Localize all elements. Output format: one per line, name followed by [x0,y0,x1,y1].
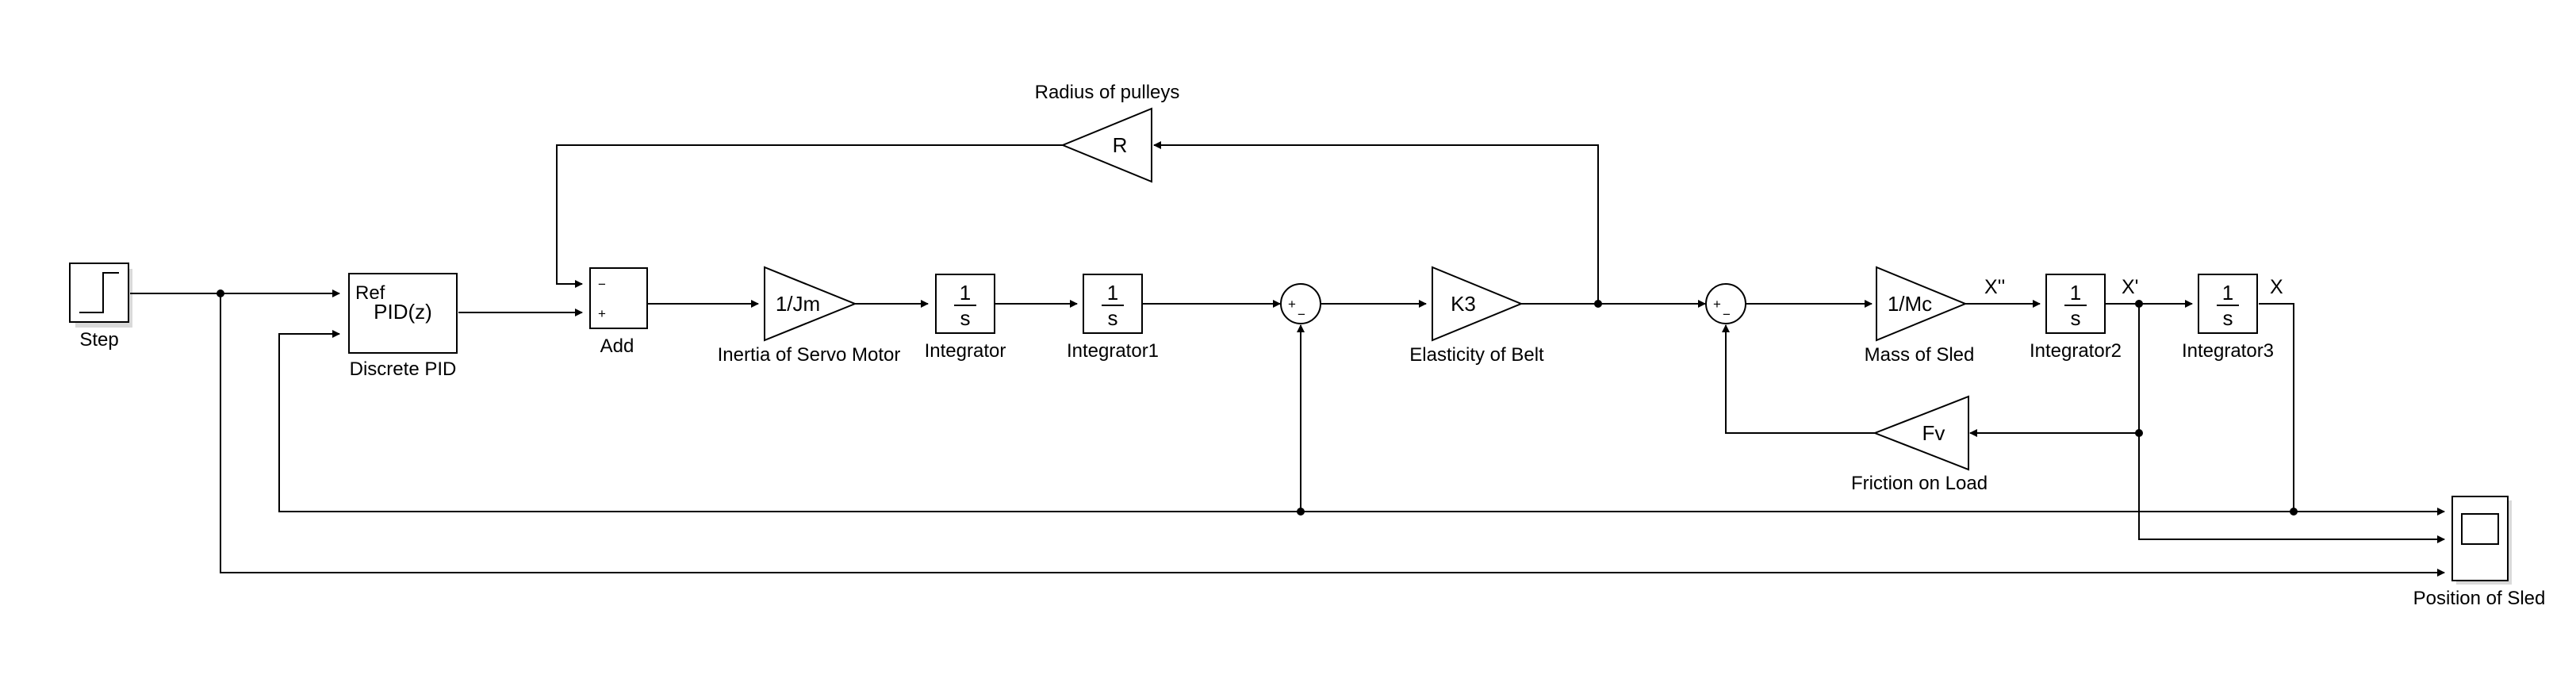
junction-dot [1594,300,1602,308]
wire-xdot-to-scope[interactable] [2138,433,2445,543]
wire-elasticity-to-radius[interactable] [1153,141,1599,304]
junction-dot [1297,508,1305,516]
junction-dot [2135,429,2143,437]
signal-lines [130,141,2445,577]
step-label: Step [79,329,118,351]
elasticity-label: Elasticity of Belt [1409,344,1544,366]
step-icon [79,272,119,313]
integrator2-numerator: 1 [2070,281,2081,305]
pid-label: Discrete PID [350,358,457,380]
sum1-sign-plus: + [1288,297,1296,312]
mass-gain-text: 1/Mc [1888,292,1932,316]
integrator1-denominator: s [1108,306,1118,330]
signal-label-x-double-dot: X'' [1984,276,2005,298]
wire-x-to-pid[interactable] [278,330,2294,512]
sum1-block[interactable]: + − [1280,283,1321,324]
scope-screen-icon [2461,513,2499,545]
radius-label: Radius of pulleys [1035,82,1180,103]
inertia-gain-block[interactable]: 1/Jm Inertia of Servo Motor [718,266,901,366]
integrator2-label: Integrator2 [2030,340,2122,362]
integrator-label: Integrator [925,340,1006,362]
integrator3-block[interactable]: 1 s Integrator3 [2182,274,2274,362]
junction-dot [2135,300,2143,308]
scope-label: Position of Sled [2413,588,2546,609]
discrete-pid-block[interactable]: Ref PID(z) Discrete PID [348,273,458,380]
wire-friction-to-sum2[interactable] [1722,324,1875,434]
integrator-block[interactable]: 1 s Integrator [925,274,1006,362]
wire-step-to-scope[interactable] [220,293,2445,577]
mass-gain-block[interactable]: 1/Mc Mass of Sled [1865,266,1975,366]
junction-dot [2290,508,2298,516]
step-block[interactable]: Step [69,263,132,351]
sum2-sign-minus: − [1723,307,1731,322]
elasticity-gain-block[interactable]: K3 Elasticity of Belt [1409,266,1544,366]
integrator3-numerator: 1 [2222,281,2233,305]
pid-ref-port-label: Ref [355,282,385,304]
friction-gain-text: Fv [1922,421,1945,445]
integrator1-numerator: 1 [1107,281,1118,305]
wire-radius-to-add[interactable] [556,144,1063,288]
integrator2-block[interactable]: 1 s Integrator2 [2030,274,2122,362]
integrator2-denominator: s [2071,306,2081,330]
add-block[interactable]: − + Add [589,267,648,357]
add-sign-plus: + [598,306,606,321]
integrator1-label: Integrator1 [1067,340,1159,362]
scope-block[interactable]: Position of Sled [2413,496,2546,609]
radius-gain-block[interactable]: R Radius of pulleys [1035,82,1180,183]
add-label: Add [600,335,634,357]
radius-gain-text: R [1113,133,1128,157]
wire-x-to-scope[interactable] [2259,303,2445,516]
integrator1-block[interactable]: 1 s Integrator1 [1067,274,1159,362]
inertia-gain-text: 1/Jm [776,292,820,316]
integrator-denominator: s [960,306,971,330]
elasticity-gain-text: K3 [1451,292,1476,316]
integrator3-denominator: s [2223,306,2233,330]
signal-label-x-dot: X' [2122,276,2138,298]
integrator-numerator: 1 [960,281,971,305]
sum2-block[interactable]: + − [1705,283,1746,324]
sum1-sign-minus: − [1298,307,1305,322]
junction-dots [217,289,2298,516]
sum2-sign-plus: + [1713,297,1721,312]
friction-gain-block[interactable]: Fv Friction on Load [1851,395,1988,494]
signal-label-x: X [2270,276,2283,298]
add-sign-minus: − [598,277,606,292]
mass-label: Mass of Sled [1865,344,1975,366]
friction-label: Friction on Load [1851,473,1988,494]
integrator3-label: Integrator3 [2182,340,2274,362]
inertia-label: Inertia of Servo Motor [718,344,901,366]
pid-function-text: PID(z) [374,300,432,324]
junction-dot [217,289,224,297]
